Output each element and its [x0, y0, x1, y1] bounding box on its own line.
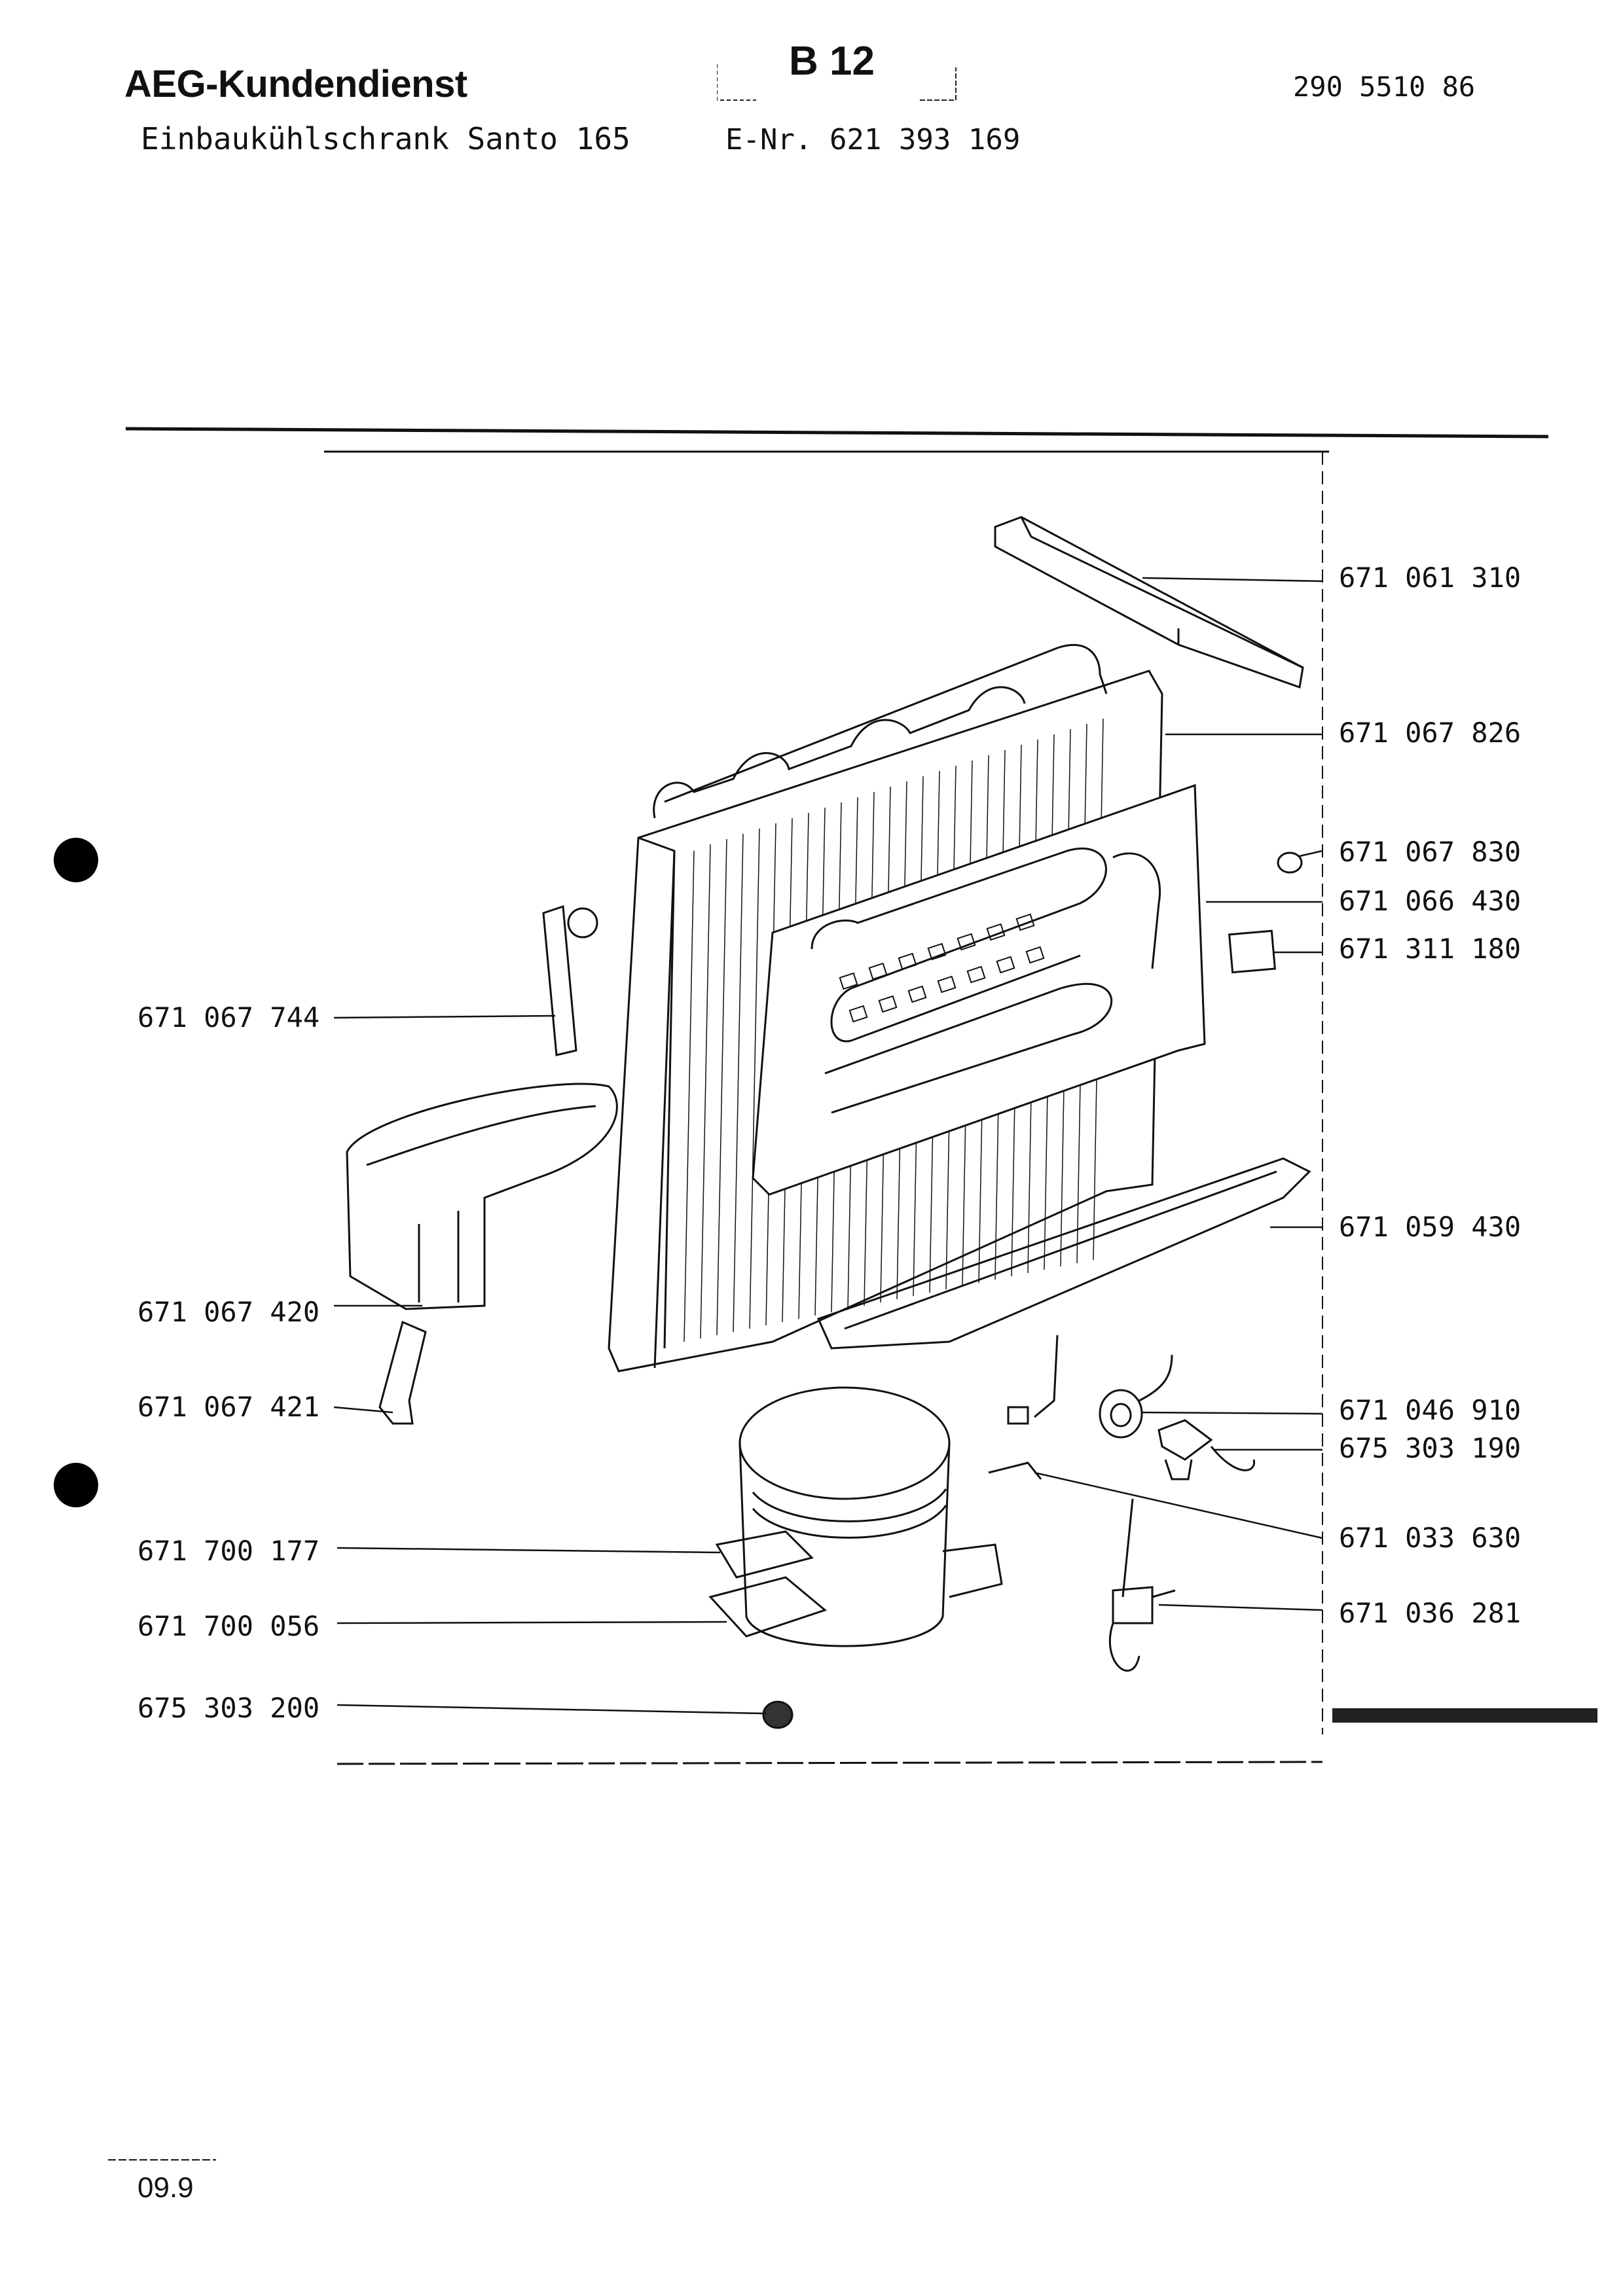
evaporator-plate-openings: [839, 913, 1045, 1023]
part-number-label: 671 046 910: [1339, 1394, 1522, 1426]
part-number-label: 671 067 744: [137, 1001, 320, 1033]
starter-relay-icon: [1158, 1419, 1256, 1480]
rubber-foot-icon: [762, 1700, 793, 1729]
plug-icon: [1277, 852, 1303, 874]
condenser-back-panel-icon: [608, 644, 1163, 1372]
punch-hole-bottom: [54, 1463, 98, 1507]
clip-icon: [378, 1320, 427, 1425]
header-rule: [125, 427, 1549, 439]
pipe-fitting-icon: [1007, 1406, 1029, 1425]
dryer-filter-icon: [1108, 1498, 1176, 1672]
e-number: E-Nr. 621 393 169: [725, 123, 1021, 156]
part-number-label: 675 303 190: [1339, 1432, 1522, 1464]
part-number-label: 671 067 420: [137, 1296, 320, 1328]
part-number-label: 675 303 200: [137, 1692, 320, 1724]
frame-bottom: [337, 1761, 1323, 1765]
part-number-label: 671 067 830: [1339, 836, 1522, 868]
leader-lines: [333, 577, 1323, 1715]
scan-edge-mark: [1332, 1708, 1597, 1723]
part-number-label: 671 066 430: [1339, 885, 1522, 917]
part-number-label: 671 700 056: [137, 1610, 320, 1642]
part-number-label: 671 067 826: [1339, 717, 1522, 749]
part-number-label: 671 059 430: [1339, 1211, 1522, 1243]
page-code: B 12: [789, 39, 875, 84]
part-number-label: 671 033 630: [1339, 1522, 1522, 1554]
page-code-box: B 12: [717, 38, 959, 103]
top-bracket-icon: [994, 516, 1304, 689]
sealing-pad-icon: [1228, 929, 1277, 974]
model-name: Einbaukühlschrank Santo 165: [141, 121, 630, 156]
pipe-stub-icon: [1034, 1335, 1059, 1418]
compressor-icon: [708, 1386, 1003, 1647]
document-number: 290 5510 86: [1293, 71, 1476, 103]
part-number-label: 671 036 281: [1339, 1597, 1522, 1629]
punch-hole-top: [54, 838, 98, 882]
part-number-label: 671 311 180: [1339, 933, 1522, 965]
evaporator-plate-icon: [752, 783, 1206, 1196]
drain-tube-icon: [542, 905, 577, 1056]
grommet-icon: [1099, 1354, 1173, 1439]
date-code: 09.9: [137, 2172, 194, 2204]
brand-title: AEG-Kundendienst: [124, 63, 467, 105]
part-number-label: 671 061 310: [1339, 562, 1522, 594]
drain-rail-icon: [816, 1157, 1311, 1350]
part-number-label: 671 700 177: [137, 1535, 320, 1567]
suction-pipe-icon: [988, 1462, 1042, 1480]
part-number-label: 671 067 421: [137, 1391, 320, 1423]
drip-tray-icon: [346, 1083, 618, 1310]
